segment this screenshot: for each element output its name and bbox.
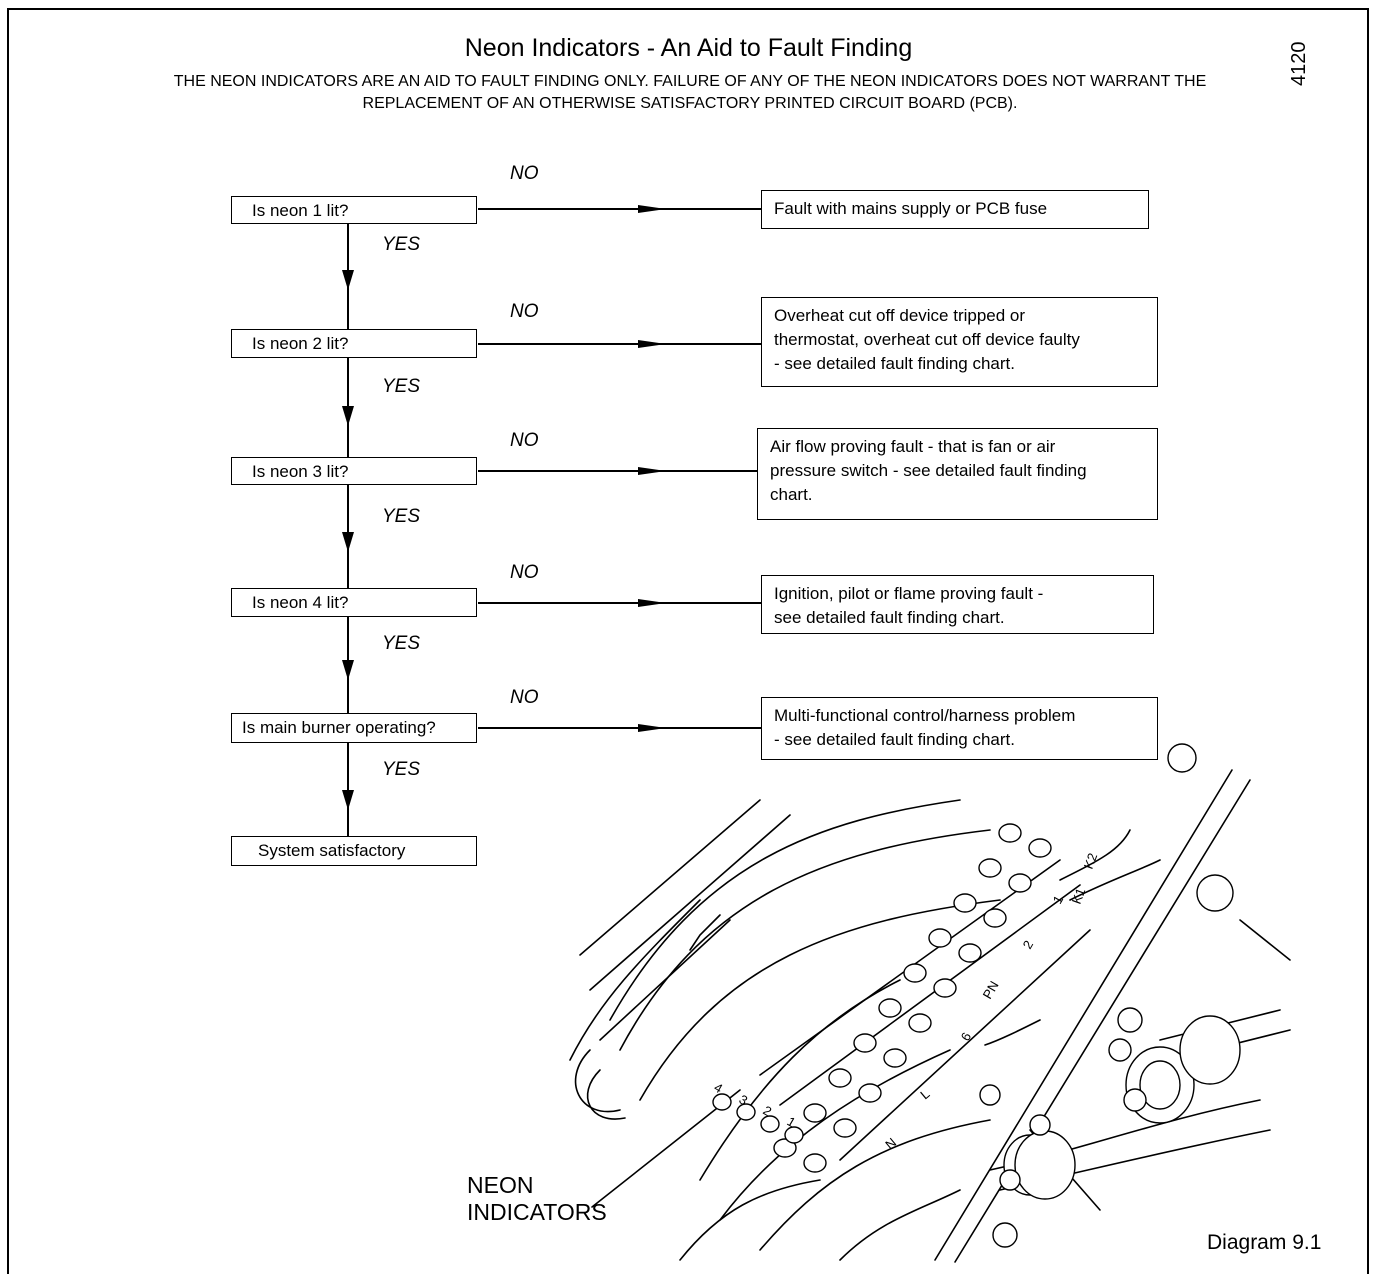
terminal-mark-k1: K1 bbox=[1069, 886, 1089, 906]
terminal-mark-k2: K2 bbox=[1081, 851, 1101, 871]
neon-indicators-callout: NEON INDICATORS bbox=[467, 1172, 607, 1226]
terminal-mark-n: N bbox=[882, 1135, 899, 1153]
question-neon-2: Is neon 2 lit? bbox=[231, 329, 477, 358]
fault-5-line-2: - see detailed fault finding chart. bbox=[774, 730, 1015, 749]
terminal-mark-6: 6 bbox=[958, 1030, 975, 1044]
question-neon-4: Is neon 4 lit? bbox=[231, 588, 477, 617]
fault-3-line-1: Air flow proving fault - that is fan or … bbox=[770, 437, 1056, 456]
fault-box-3: Air flow proving fault - that is fan or … bbox=[757, 428, 1158, 520]
question-neon-3: Is neon 3 lit? bbox=[231, 457, 477, 485]
fault-box-1: Fault with mains supply or PCB fuse bbox=[761, 190, 1149, 229]
end-system-satisfactory: System satisfactory bbox=[231, 836, 477, 866]
terminal-mark-l: L bbox=[917, 1086, 932, 1102]
terminal-mark-pn: PN bbox=[980, 978, 1002, 1001]
no-label-5: NO bbox=[510, 687, 539, 708]
warning-line-2: REPLACEMENT OF AN OTHERWISE SATISFACTORY… bbox=[362, 95, 1018, 112]
question-main-burner: Is main burner operating? bbox=[231, 713, 477, 743]
question-neon-1: Is neon 1 lit? bbox=[231, 196, 477, 224]
fault-box-5: Multi-functional control/harness problem… bbox=[761, 697, 1158, 760]
yes-label-5: YES bbox=[382, 759, 421, 780]
fault-2-line-3: - see detailed fault finding chart. bbox=[774, 354, 1015, 373]
diagram-number: Diagram 9.1 bbox=[1207, 1231, 1322, 1254]
fault-4-line-2: see detailed fault finding chart. bbox=[774, 608, 1005, 627]
page-frame bbox=[7, 8, 1369, 1274]
fault-1-line-1: Fault with mains supply or PCB fuse bbox=[774, 199, 1048, 218]
terminal-mark-2b: 2 bbox=[1020, 938, 1037, 952]
yes-label-4: YES bbox=[382, 633, 421, 654]
fault-3-line-3: chart. bbox=[770, 485, 813, 504]
no-label-4: NO bbox=[510, 562, 539, 583]
no-label-1: NO bbox=[510, 163, 539, 184]
callout-line-1: NEON bbox=[467, 1172, 534, 1198]
fault-5-line-1: Multi-functional control/harness problem bbox=[774, 706, 1076, 725]
yes-label-2: YES bbox=[382, 376, 421, 397]
fault-3-line-2: pressure switch - see detailed fault fin… bbox=[770, 461, 1087, 480]
fault-box-2: Overheat cut off device tripped or therm… bbox=[761, 297, 1158, 387]
no-label-3: NO bbox=[510, 430, 539, 451]
callout-line-2: INDICATORS bbox=[467, 1199, 607, 1225]
no-label-2: NO bbox=[510, 301, 539, 322]
page-title: Neon Indicators - An Aid to Fault Findin… bbox=[464, 34, 913, 62]
fault-box-4: Ignition, pilot or flame proving fault -… bbox=[761, 575, 1154, 634]
yes-label-3: YES bbox=[382, 506, 421, 527]
warning-note: THE NEON INDICATORS ARE AN AID TO FAULT … bbox=[80, 71, 1300, 115]
fault-4-line-1: Ignition, pilot or flame proving fault - bbox=[774, 584, 1044, 603]
yes-label-1: YES bbox=[382, 234, 421, 255]
warning-line-1: THE NEON INDICATORS ARE AN AID TO FAULT … bbox=[173, 73, 1207, 90]
fault-2-line-1: Overheat cut off device tripped or bbox=[774, 306, 1026, 325]
terminal-mark-1b: 1 bbox=[1050, 893, 1067, 907]
fault-2-line-2: thermostat, overheat cut off device faul… bbox=[774, 330, 1080, 349]
